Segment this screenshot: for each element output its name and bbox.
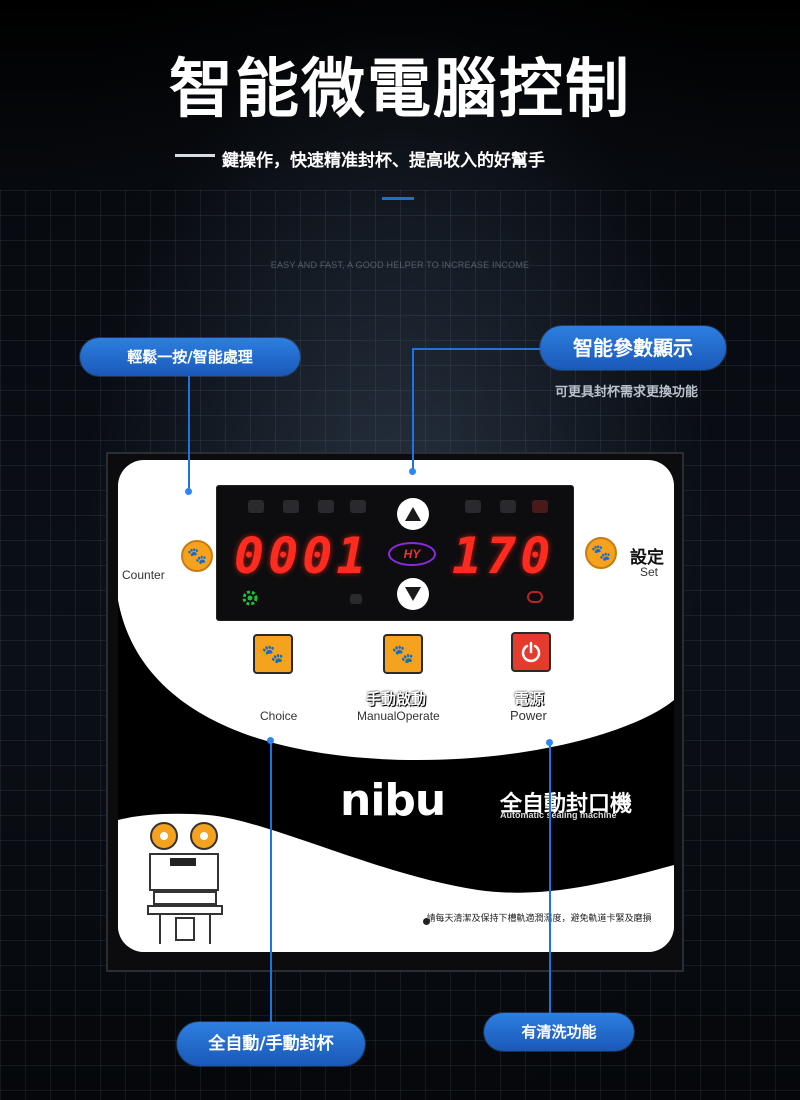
connector-line [270,740,272,1022]
connector-dot [409,468,416,475]
triangle-down-icon [405,587,421,601]
lcd-status-icon [500,500,516,513]
connector-dot [546,739,553,746]
maintenance-warning: 請每天清潔及保持下槽軌適潤濕度，避免軌道卡緊及磨損 [426,914,652,924]
machine-name-en: Automatic sealing machine [500,810,617,820]
brand-logo: nibu [340,775,446,826]
hy-logo: HY [388,542,436,566]
subtitle-dash [175,154,215,157]
gear-icon [242,590,258,606]
power-icon [521,641,541,663]
set-temperature-display: 170 [452,527,555,585]
paw-icon: 🐾 [261,643,285,664]
english-tagline: EASY AND FAST, A GOOD HELPER TO INCREASE… [270,260,530,270]
page-subtitle: 鍵操作，快速精准封杯、提高收入的好幫手 [222,151,545,171]
counter-label: Counter [122,568,165,582]
connector-dot [267,737,274,744]
connector-line [412,348,414,472]
manual-label-cn: 手動啟動 [366,690,427,708]
heater-icon [527,591,543,603]
lcd-status-icon [248,500,264,513]
manual-label-en: ManualOperate [357,709,440,723]
callout-one-touch: 輕鬆一按/智能處理 [80,338,300,376]
set-button[interactable]: 🐾 [585,537,617,569]
power-button[interactable] [511,632,551,672]
connector-line [412,348,540,350]
paw-icon: 🐾 [391,643,415,664]
choice-label: Choice [260,709,298,723]
power-label-cn: 電源 [514,690,545,708]
lcd-status-icon [318,500,334,513]
callout-smart-display: 智能參數顯示 [540,326,726,370]
triangle-up-icon [405,507,421,521]
power-label-en: Power [510,708,547,723]
paw-icon: 🐾 [187,548,207,565]
connector-line [549,742,551,1013]
paw-icon: 🐾 [591,545,611,562]
callout-cleaning: 有清洗功能 [484,1013,634,1051]
down-arrow-button[interactable] [397,578,429,610]
lcd-status-icon [465,500,481,513]
warning-bullet [423,918,430,925]
machine-name-cn: 全自動封口機 [500,792,633,817]
callout-auto-manual: 全自動/手動封杯 [177,1022,365,1066]
choice-button[interactable]: 🐾 [253,634,293,674]
lcd-status-icon [283,500,299,513]
counter-button[interactable]: 🐾 [181,540,213,572]
lcd-status-icon [350,500,366,513]
lcd-alarm-icon [532,500,548,513]
page-title: 智能微電腦控制 [169,53,631,127]
smart-display-note: 可更具封杯需求更換功能 [555,385,699,400]
manual-operate-button[interactable]: 🐾 [383,634,423,674]
counter-display: 0001 [234,527,371,585]
up-arrow-button[interactable] [397,498,429,530]
machine-illustration [147,822,223,944]
connector-dot [185,488,192,495]
set-label-cn: 設定 [630,548,664,568]
set-label-en: Set [640,565,659,579]
connector-line [188,376,190,492]
hand-icon [350,594,362,604]
accent-dash [382,197,414,200]
